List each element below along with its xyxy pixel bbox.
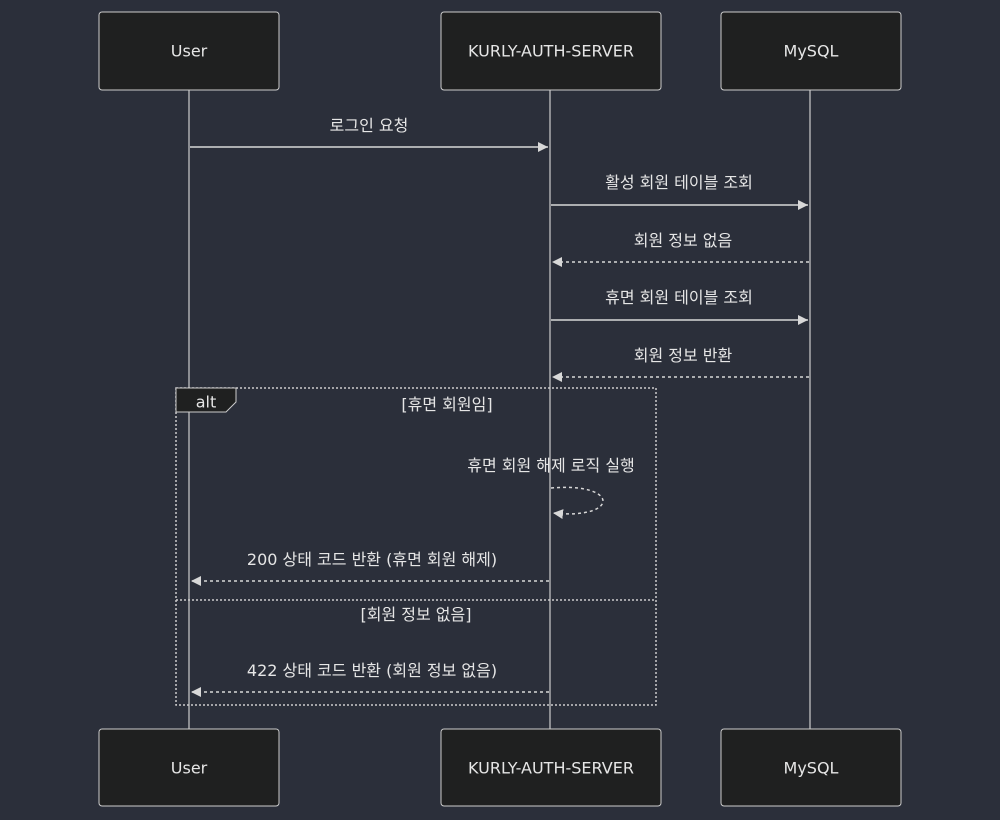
alt-frame: alt [휴면 회원임] [회원 정보 없음] bbox=[175, 387, 657, 706]
actor-mysql-top: MySQL bbox=[720, 11, 902, 91]
message-release-dormant-logic: 휴면 회원 해제 로직 실행 bbox=[467, 456, 635, 520]
message-arrow bbox=[550, 486, 604, 520]
message-label: 휴면 회원 해제 로직 실행 bbox=[467, 456, 635, 475]
actor-mysql-top-label: MySQL bbox=[784, 42, 839, 61]
actor-user-bottom-label: User bbox=[171, 759, 208, 778]
message-query-active-members: 활성 회원 테이블 조회 bbox=[551, 173, 808, 210]
message-label: 회원 정보 없음 bbox=[634, 231, 733, 250]
alt-condition-no-info: [회원 정보 없음] bbox=[361, 605, 472, 624]
message-return-200: 200 상태 코드 반환 (휴면 회원 해제) bbox=[191, 550, 549, 586]
actor-auth-server-top: KURLY-AUTH-SERVER bbox=[440, 11, 662, 91]
alt-condition-dormant: [휴면 회원임] bbox=[401, 395, 492, 414]
message-no-member-info: 회원 정보 없음 bbox=[552, 231, 809, 267]
message-label: 로그인 요청 bbox=[330, 116, 409, 135]
alt-frame-border bbox=[175, 387, 657, 706]
actor-mysql-bottom-label: MySQL bbox=[784, 759, 839, 778]
message-member-info-return: 회원 정보 반환 bbox=[552, 346, 809, 382]
message-login-request: 로그인 요청 bbox=[190, 116, 548, 152]
actor-auth-server-bottom: KURLY-AUTH-SERVER bbox=[440, 728, 662, 807]
message-label: 200 상태 코드 반환 (휴면 회원 해제) bbox=[247, 550, 497, 569]
actor-user-top-label: User bbox=[171, 42, 208, 61]
alt-frame-tag bbox=[175, 387, 237, 413]
message-label: 422 상태 코드 반환 (회원 정보 없음) bbox=[247, 661, 497, 680]
actor-user-top: User bbox=[98, 11, 280, 91]
alt-frame-tag-label: alt bbox=[196, 393, 217, 412]
message-label: 회원 정보 반환 bbox=[634, 346, 733, 365]
message-return-422: 422 상태 코드 반환 (회원 정보 없음) bbox=[191, 661, 549, 697]
message-label: 활성 회원 테이블 조회 bbox=[605, 173, 753, 192]
message-query-dormant-members: 휴면 회원 테이블 조회 bbox=[551, 288, 808, 325]
actor-mysql-bottom: MySQL bbox=[720, 728, 902, 807]
actor-user-bottom: User bbox=[98, 728, 280, 807]
actor-auth-server-bottom-label: KURLY-AUTH-SERVER bbox=[468, 759, 634, 778]
actor-auth-server-top-label: KURLY-AUTH-SERVER bbox=[468, 42, 634, 61]
message-label: 휴면 회원 테이블 조회 bbox=[605, 288, 753, 307]
